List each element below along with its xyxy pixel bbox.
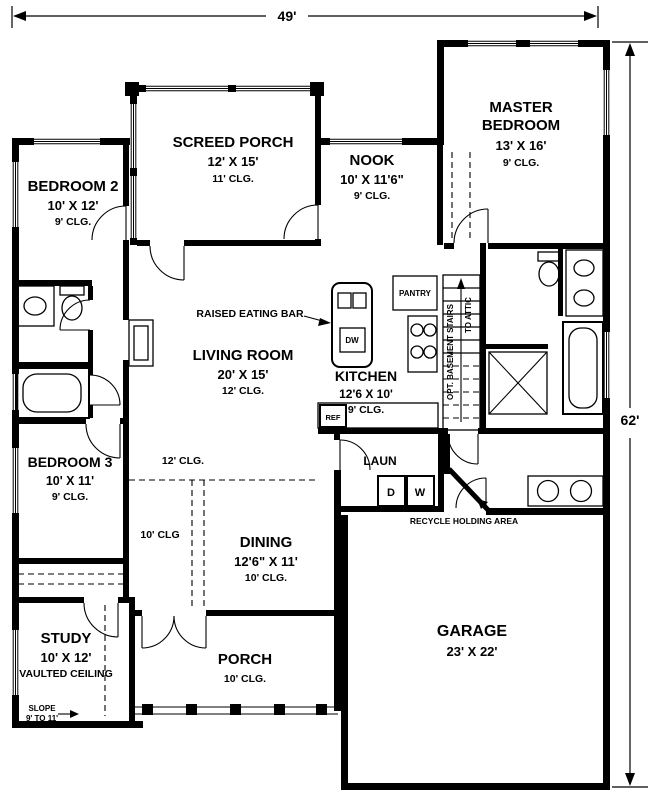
labels: 49' 62' SCREED PORCH 12' X 15' 11' CLG. … <box>19 8 639 723</box>
nook-label: NOOK <box>350 152 395 169</box>
porch-ceiling: 10' CLG. <box>224 673 266 685</box>
study-ceiling: VAULTED CEILING <box>19 668 113 680</box>
misc-structure <box>128 319 338 715</box>
study-size: 10' X 12' <box>41 650 92 665</box>
bathtub <box>16 367 90 419</box>
eating-bar-island <box>331 282 373 368</box>
toilet-tank <box>537 251 561 262</box>
interior-walls <box>12 145 603 721</box>
refrigerator-box <box>319 404 347 428</box>
stairs <box>442 274 481 431</box>
burner-icon <box>423 323 437 337</box>
screed-porch-ceiling: 11' CLG. <box>212 173 254 185</box>
pantry-label: PANTRY <box>399 289 432 298</box>
vanity <box>15 285 55 327</box>
height-dimension-label: 62' <box>621 412 640 428</box>
screed-porch-size: 12' X 15' <box>208 154 259 169</box>
toilet-icon <box>61 295 83 321</box>
dining-label: DINING <box>240 534 293 551</box>
screed-porch-label: SCREED PORCH <box>173 134 294 151</box>
refrigerator-label: REF <box>326 413 341 422</box>
sink-icon <box>23 296 47 316</box>
master-bedroom-size: 13' X 16' <box>496 138 547 153</box>
bedroom-2-size: 10' X 12' <box>48 198 99 213</box>
nook-size: 10' X 11'6" <box>340 172 404 187</box>
dryer-box <box>377 475 406 507</box>
bedroom-3-size: 10' X 11' <box>46 474 94 488</box>
kitchen-fixtures <box>317 275 439 429</box>
pantry-closet <box>392 275 438 311</box>
laundry-fixtures <box>377 475 604 507</box>
living-ceiling-note: 12' CLG. <box>162 455 204 467</box>
laundry-label: LAUN <box>363 454 396 468</box>
double-vanity <box>565 249 604 317</box>
garage-label: GARAGE <box>437 623 508 640</box>
windows <box>12 40 610 695</box>
opt-basement-stairs-label: OPT. BASEMENT STAIRS <box>446 303 455 400</box>
bedroom-3-ceiling: 9' CLG. <box>52 491 88 503</box>
utility-sink-icon <box>536 479 560 503</box>
dimension-lines <box>11 6 648 788</box>
sink-basin-right <box>352 292 367 309</box>
bedroom-3-label: BEDROOM 3 <box>28 454 113 470</box>
raised-eating-bar-label: RAISED EATING BAR <box>196 308 304 320</box>
media-niche-inner <box>133 325 149 361</box>
toilet-icon <box>538 261 560 287</box>
living-room-size: 20' X 15' <box>218 367 269 382</box>
kitchen-label: KITCHEN <box>335 368 397 384</box>
master-tub <box>562 321 604 415</box>
width-dimension-label: 49' <box>278 8 297 24</box>
bathtub-basin <box>22 373 82 413</box>
master-tub-basin <box>568 327 598 409</box>
dashed-lines <box>18 152 471 716</box>
slope-note-2: 9' TO 11' <box>26 714 58 723</box>
shower <box>488 351 548 415</box>
porch-label: PORCH <box>218 651 272 668</box>
nook-ceiling: 9' CLG. <box>354 190 390 202</box>
sink-icon <box>573 289 595 307</box>
washer-box <box>406 475 435 507</box>
living-room-ceiling: 12' CLG. <box>222 385 264 397</box>
recycle-bin-icon <box>569 479 593 503</box>
kitchen-ceiling: 9' CLG. <box>348 404 384 416</box>
kitchen-size: 12'6 X 10' <box>339 387 393 401</box>
utility-counter <box>527 475 604 507</box>
doors <box>59 204 489 649</box>
burner-icon <box>410 323 424 337</box>
sink-icon <box>573 259 595 277</box>
burner-icon <box>423 345 437 359</box>
sink-basin-left <box>337 292 352 309</box>
living-room-label: LIVING ROOM <box>193 347 294 364</box>
cooktop-counter <box>407 315 438 373</box>
dryer-label: D <box>387 487 395 499</box>
study-label: STUDY <box>41 630 92 647</box>
bedroom-2-ceiling: 9' CLG. <box>55 216 91 228</box>
dishwasher-label: DW <box>345 336 359 345</box>
garage-size: 23' X 22' <box>447 644 498 659</box>
media-niche <box>128 319 154 367</box>
bedroom-2-label: BEDROOM 2 <box>28 178 119 195</box>
master-bath-fixtures <box>488 249 604 415</box>
master-bedroom-label-1: MASTER <box>489 99 553 116</box>
dishwasher-box <box>339 327 366 353</box>
base-counter <box>317 402 439 429</box>
dining-ceiling: 10' CLG. <box>245 572 287 584</box>
slope-note-1: SLOPE <box>28 704 56 713</box>
toilet-tank <box>59 285 85 296</box>
master-bedroom-ceiling: 9' CLG. <box>503 157 539 169</box>
to-attic-label: TO ATTIC <box>464 297 473 333</box>
hall-ceiling-note: 10' CLG <box>140 529 179 541</box>
burner-icon <box>410 345 424 359</box>
master-bedroom-label-2: BEDROOM <box>482 117 560 134</box>
label-arrows <box>58 315 495 718</box>
recycle-holding-area-label: RECYCLE HOLDING AREA <box>410 516 518 526</box>
hall-bath-fixtures <box>15 285 90 419</box>
washer-label: W <box>415 487 426 499</box>
dining-size: 12'6" X 11' <box>234 554 298 569</box>
